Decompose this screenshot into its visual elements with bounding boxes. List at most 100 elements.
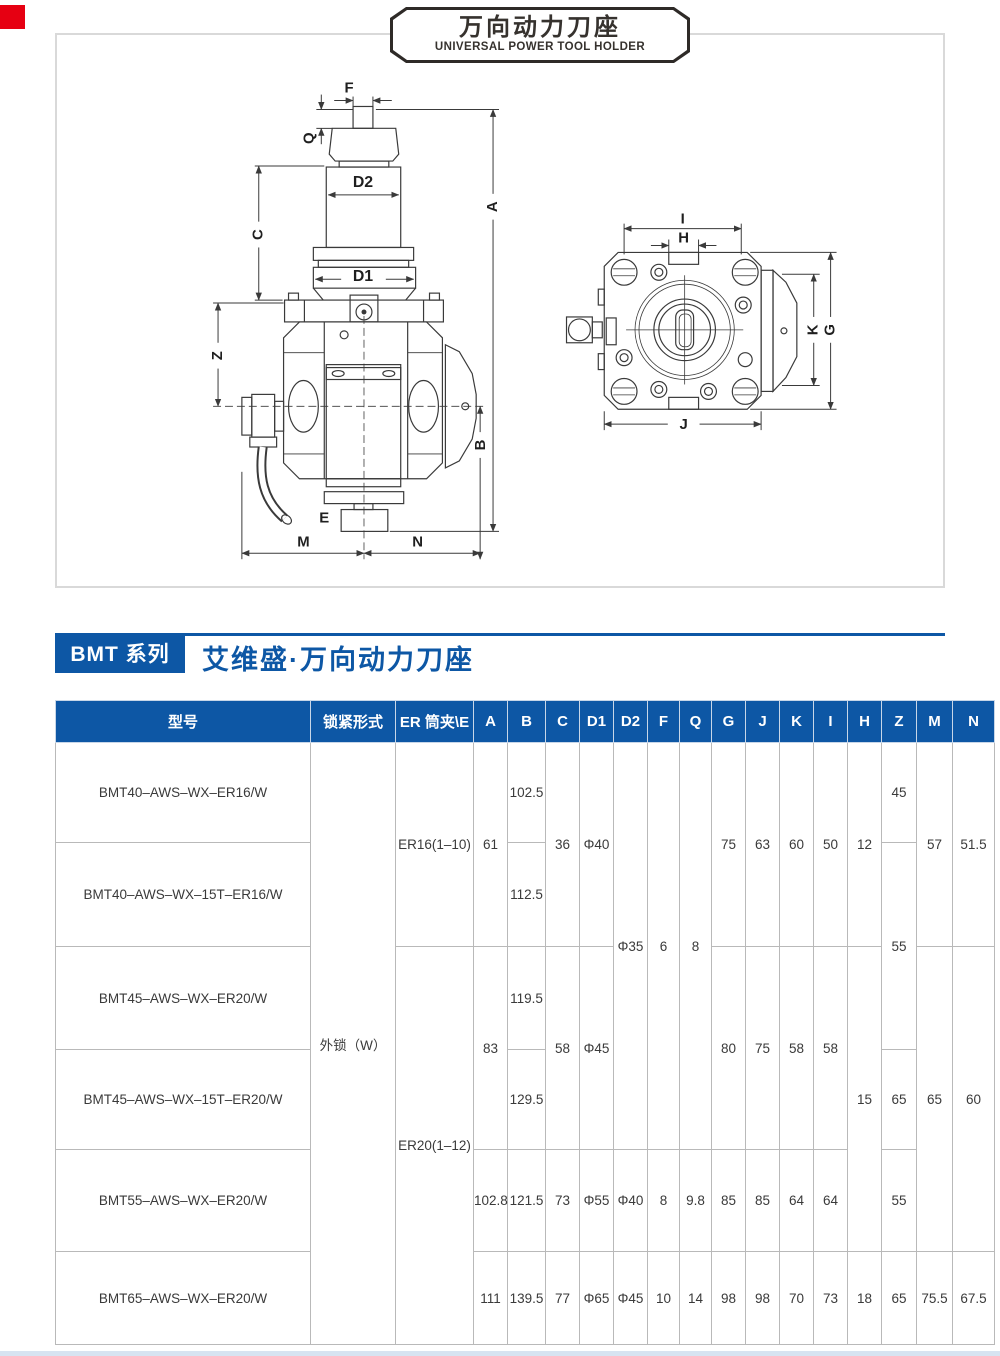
col-header-h: H <box>847 700 882 743</box>
dim-cell: 70 <box>779 1251 814 1345</box>
dim-cell: 14 <box>679 1251 712 1345</box>
dim-cell: 121.5 <box>507 1149 546 1252</box>
dim-cell: 36 <box>545 742 580 947</box>
series-accent-line <box>55 633 945 636</box>
dim-cell: 60 <box>779 742 814 947</box>
dim-cell: 65 <box>881 1251 917 1345</box>
dim-cell: 8 <box>647 1149 680 1252</box>
dim-label-e: E <box>319 510 329 526</box>
dim-cell: 102.5 <box>507 742 546 843</box>
collet-cell-er16: ER16(1–10) <box>395 742 474 947</box>
dim-cell: 75 <box>711 742 746 947</box>
col-header-a: A <box>473 700 508 743</box>
dim-label-z: Z <box>210 351 226 360</box>
dim-label-d2: D2 <box>353 174 373 191</box>
dim-cell: 65 <box>881 1049 917 1150</box>
dim-cell: 10 <box>647 1251 680 1345</box>
col-header-m: M <box>916 700 953 743</box>
dim-label-d1: D1 <box>353 268 373 285</box>
model-cell: BMT45–AWS–WX–ER20/W <box>55 946 311 1050</box>
dim-cell: 73 <box>813 1251 848 1345</box>
col-header-i: I <box>813 700 848 743</box>
drawing-panel: F Q D2 D1 A <box>55 33 945 588</box>
page-corner-mark <box>0 5 25 29</box>
dim-cell: 63 <box>745 742 780 947</box>
dim-cell: 85 <box>711 1149 746 1252</box>
dim-cell: 75 <box>745 946 780 1150</box>
col-header-k: K <box>779 700 814 743</box>
title-plaque: 万向动力刀座 UNIVERSAL POWER TOOL HOLDER <box>390 7 690 63</box>
page-title: 万向动力刀座 <box>459 13 621 41</box>
dim-cell: 98 <box>745 1251 780 1345</box>
dim-label-n: N <box>412 534 423 550</box>
table-header-row: 型号 锁紧形式 ER 筒夹\E A B C D1 D2 F Q G J K I … <box>55 700 995 743</box>
col-header-collet: ER 筒夹\E <box>395 700 474 743</box>
dim-label-g: G <box>823 324 839 336</box>
dim-label-j: J <box>680 417 688 433</box>
dim-cell: 58 <box>813 946 848 1150</box>
dim-cell: 61 <box>473 742 508 947</box>
dim-cell: 51.5 <box>952 742 995 947</box>
dim-cell: 65 <box>916 946 953 1252</box>
dim-cell: 8 <box>679 742 712 1150</box>
dim-cell: 77 <box>545 1251 580 1345</box>
dim-cell: 64 <box>779 1149 814 1252</box>
col-header-lock: 锁紧形式 <box>310 700 396 743</box>
dim-label-c: C <box>251 229 267 240</box>
series-badge: BMT 系列 <box>55 633 185 673</box>
dim-label-f: F <box>345 81 354 97</box>
dim-cell: 64 <box>813 1149 848 1252</box>
col-header-c: C <box>545 700 580 743</box>
dim-cell: 18 <box>847 1251 882 1345</box>
dim-cell: 6 <box>647 742 680 1150</box>
dim-label-k: K <box>806 324 822 335</box>
page-bottom-strip <box>0 1351 1000 1356</box>
dim-label-q: Q <box>301 132 317 144</box>
table-row: BMT55–AWS–WX–ER20/W 102.8 121.5 73 Φ55 Φ… <box>55 1149 995 1252</box>
dim-cell: 129.5 <box>507 1049 546 1150</box>
model-cell: BMT40–AWS–WX–ER16/W <box>55 742 311 843</box>
model-cell: BMT55–AWS–WX–ER20/W <box>55 1149 311 1252</box>
col-header-d1: D1 <box>579 700 614 743</box>
dim-cell: 60 <box>952 946 995 1252</box>
col-header-n: N <box>952 700 995 743</box>
dim-cell: 119.5 <box>507 946 546 1050</box>
dim-cell: 58 <box>779 946 814 1150</box>
dim-cell: 55 <box>881 1149 917 1252</box>
dim-cell: Φ35 <box>613 742 648 1150</box>
spec-table: 型号 锁紧形式 ER 筒夹\E A B C D1 D2 F Q G J K I … <box>55 700 995 1345</box>
dim-cell: 98 <box>711 1251 746 1345</box>
front-view-drawing: F Q D2 D1 A <box>210 81 501 560</box>
col-header-q: Q <box>679 700 712 743</box>
dim-cell: 50 <box>813 742 848 947</box>
dim-cell: 139.5 <box>507 1251 546 1345</box>
dim-cell: 57 <box>916 742 953 947</box>
dim-cell: Φ45 <box>613 1251 648 1345</box>
dim-cell: 15 <box>847 946 882 1252</box>
series-subtitle: 艾维盛·万向动力刀座 <box>202 645 474 675</box>
dim-label-m: M <box>297 534 309 550</box>
model-cell: BMT65–AWS–WX–ER20/W <box>55 1251 311 1345</box>
dim-label-a: A <box>485 201 501 212</box>
col-header-j: J <box>745 700 780 743</box>
col-header-d2: D2 <box>613 700 648 743</box>
col-header-z: Z <box>881 700 917 743</box>
table-row: BMT65–AWS–WX–ER20/W 111 139.5 77 Φ65 Φ45… <box>55 1251 995 1345</box>
dim-cell: 85 <box>745 1149 780 1252</box>
col-header-f: F <box>647 700 680 743</box>
dim-cell: Φ45 <box>579 946 614 1150</box>
dim-cell: 83 <box>473 946 508 1150</box>
col-header-b: B <box>507 700 546 743</box>
dim-cell: 80 <box>711 946 746 1150</box>
dim-cell: Φ40 <box>579 742 614 947</box>
dim-cell: Φ40 <box>613 1149 648 1252</box>
dim-cell: 9.8 <box>679 1149 712 1252</box>
dim-cell: 45 <box>881 742 917 843</box>
model-cell: BMT40–AWS–WX–15T–ER16/W <box>55 842 311 947</box>
dim-cell: 67.5 <box>952 1251 995 1345</box>
dim-cell: 112.5 <box>507 842 546 947</box>
page-title-en: UNIVERSAL POWER TOOL HOLDER <box>434 41 646 54</box>
dim-cell: 58 <box>545 946 580 1150</box>
dim-cell: 75.5 <box>916 1251 953 1345</box>
